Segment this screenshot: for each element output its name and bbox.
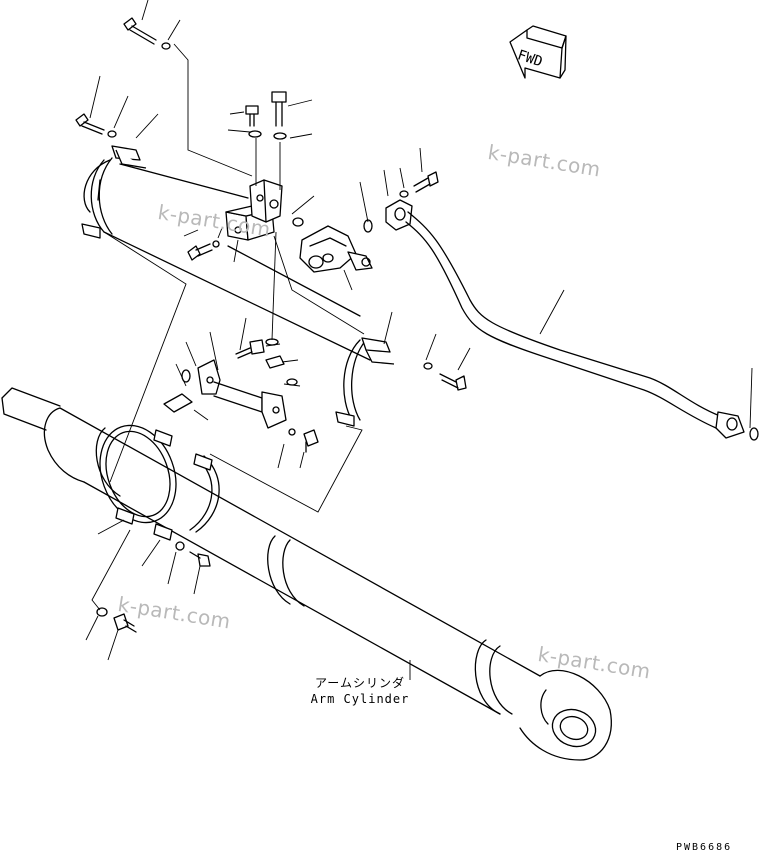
fasteners bbox=[75, 17, 467, 633]
cylinder-clamp-band bbox=[99, 424, 220, 541]
left-pipe-clamp bbox=[81, 145, 147, 239]
upper-tube bbox=[83, 159, 371, 361]
caption-japanese: アームシリンダ bbox=[315, 676, 405, 690]
right-pipe-clamp bbox=[335, 337, 395, 427]
check-valve bbox=[299, 225, 373, 273]
caption-english: Arm Cylinder bbox=[310, 692, 410, 706]
fwd-label: FWD bbox=[515, 47, 544, 70]
lower-bracket bbox=[197, 359, 287, 429]
fwd-arrow-icon: FWD bbox=[509, 25, 567, 79]
drawing-code: PWB6686 bbox=[676, 842, 733, 853]
right-elbow-pipe bbox=[385, 199, 759, 441]
leader-lines bbox=[85, 0, 753, 680]
arm-cylinder bbox=[1, 387, 612, 761]
valve-block bbox=[225, 179, 283, 241]
